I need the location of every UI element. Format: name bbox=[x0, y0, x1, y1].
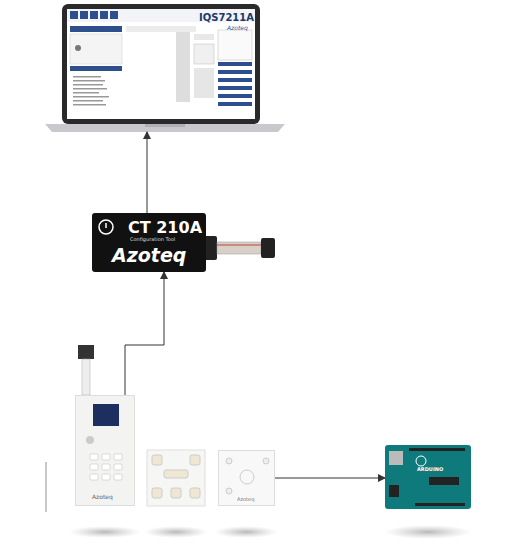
button-board bbox=[147, 450, 205, 506]
node-label: Azoteq bbox=[227, 25, 248, 32]
node-label: Azoteq bbox=[92, 494, 113, 501]
oled-cable bbox=[78, 345, 94, 395]
adapter-cable bbox=[203, 236, 275, 260]
node-label: ARDUINO bbox=[417, 467, 443, 473]
shadow bbox=[69, 526, 141, 538]
shadow bbox=[144, 526, 208, 538]
node-art bbox=[76, 396, 136, 507]
ev-board: Azoteq bbox=[75, 395, 135, 506]
arduino-board: ARDUINO bbox=[385, 445, 471, 509]
node-label: CT 210A bbox=[128, 219, 202, 237]
config-tool-box: CT 210AConfiguration ToolAzoteq bbox=[92, 213, 206, 272]
node-label: Azoteq bbox=[112, 245, 186, 266]
slider-board: Azoteq bbox=[218, 450, 275, 506]
shadow bbox=[214, 526, 278, 538]
laptop: IQS7211A Azoteq bbox=[67, 9, 255, 132]
stylus bbox=[45, 462, 47, 512]
node-label: Azoteq bbox=[237, 497, 254, 503]
shadow bbox=[384, 525, 472, 539]
node-label: IQS7211A bbox=[199, 12, 254, 23]
arrow-connector bbox=[275, 478, 385, 479]
node-label: Configuration Tool bbox=[130, 237, 175, 243]
laptop-drawing bbox=[45, 4, 285, 132]
node-art bbox=[385, 445, 471, 509]
arrow-connector bbox=[147, 132, 148, 213]
arrow-connector bbox=[125, 272, 164, 395]
